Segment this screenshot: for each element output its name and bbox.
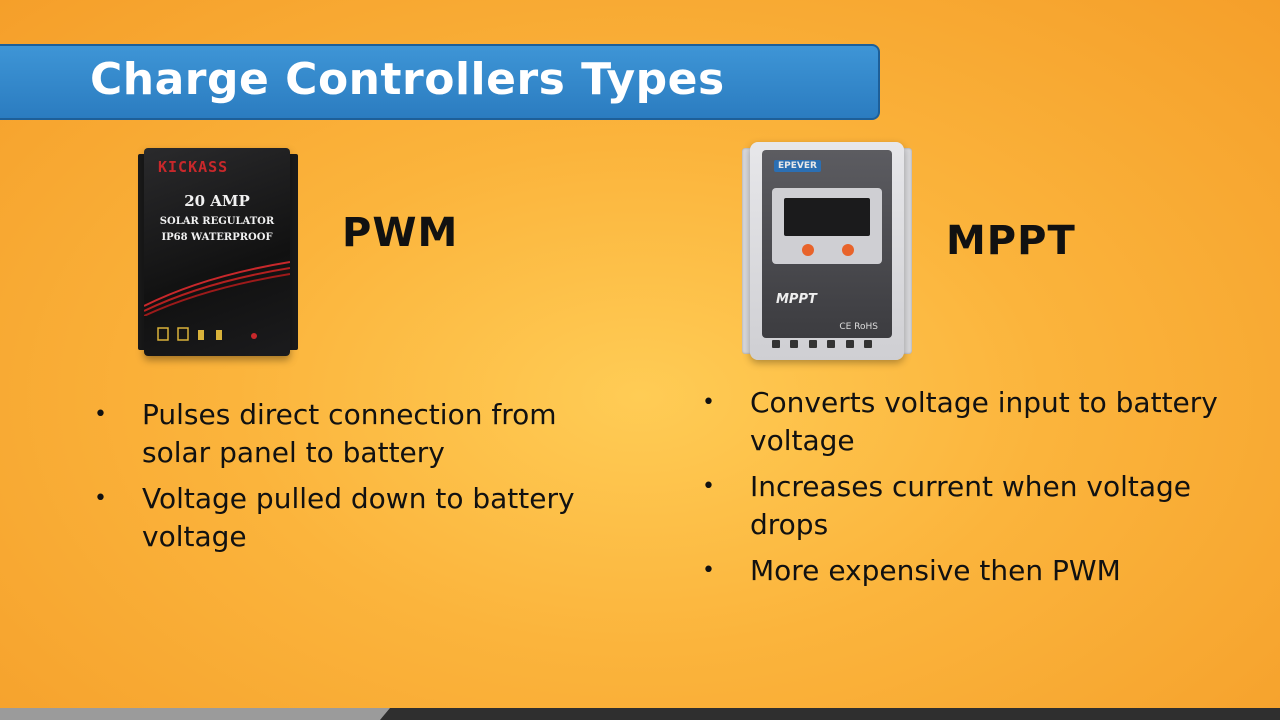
mppt-bullet-list: Converts voltage input to battery voltag… [702, 384, 1242, 598]
list-item: More expensive then PWM [702, 552, 1242, 590]
list-item: Increases current when voltage drops [702, 468, 1242, 544]
pwm-red-swoosh [144, 261, 290, 316]
pwm-rating-text: 20 AMP [184, 192, 250, 210]
mppt-lcd-screen [784, 198, 870, 236]
pwm-device-body: KICKASS 20 AMP SOLAR REGULATOR IP68 WATE… [144, 148, 290, 356]
pwm-bullet-list: Pulses direct connection from solar pane… [94, 396, 614, 564]
mppt-screen-frame [772, 188, 882, 264]
terminal-icon [772, 340, 780, 348]
list-item: Pulses direct connection from solar pane… [94, 396, 614, 472]
terminal-icon [863, 340, 872, 348]
slide-title: Charge Controllers Types [90, 54, 725, 105]
mppt-device-face: EPEVER MPPT CE RoHS [762, 150, 892, 338]
mppt-controller-image: EPEVER MPPT CE RoHS [742, 142, 912, 360]
mppt-terminals [772, 340, 872, 352]
terminal-icon [808, 340, 817, 348]
terminal-icon [845, 340, 854, 348]
bottom-strip-dark [380, 708, 1280, 720]
mppt-heading: MPPT [946, 218, 1076, 264]
list-item: Converts voltage input to battery voltag… [702, 384, 1242, 460]
pwm-flange-right [288, 154, 298, 350]
title-banner: Charge Controllers Types [0, 44, 880, 120]
pwm-brand-logo: KICKASS [158, 158, 229, 176]
pwm-flange-left [138, 154, 148, 350]
pwm-waterproof-text: IP68 WATERPROOF [161, 232, 273, 243]
mppt-brand-logo: EPEVER [774, 160, 821, 172]
terminal-icon [827, 340, 836, 348]
mppt-button-right-icon [842, 244, 854, 256]
list-item: Voltage pulled down to battery voltage [94, 480, 614, 556]
mppt-button-left-icon [802, 244, 814, 256]
terminal-icon [790, 340, 799, 348]
pwm-type-text: SOLAR REGULATOR [159, 216, 275, 227]
pwm-heading: PWM [342, 210, 459, 256]
bottom-decorative-strip [0, 708, 1280, 720]
pwm-controller-image: KICKASS 20 AMP SOLAR REGULATOR IP68 WATE… [138, 148, 298, 360]
bottom-strip-gray [0, 708, 390, 720]
mppt-cert-mark: CE RoHS [839, 322, 878, 332]
pwm-terminal-icons [157, 327, 257, 341]
mppt-device-label: MPPT [776, 292, 817, 307]
